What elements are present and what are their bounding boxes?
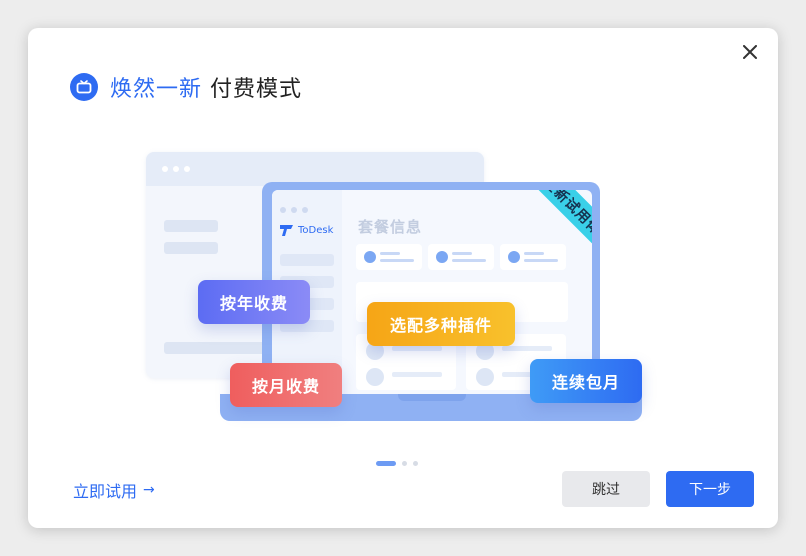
skip-button[interactable]: 跳过 xyxy=(562,471,650,507)
next-button[interactable]: 下一步 xyxy=(666,471,754,507)
page-dot[interactable] xyxy=(413,461,418,466)
page-dot[interactable] xyxy=(402,461,407,466)
try-now-label: 立即试用 xyxy=(73,482,138,501)
mini-card xyxy=(356,244,422,270)
mini-card xyxy=(428,244,494,270)
monthly-billing-tag: 按月收费 xyxy=(230,363,342,407)
mini-card xyxy=(500,244,566,270)
page-dot-active[interactable] xyxy=(376,461,396,466)
feature-illustration: ToDesk 套餐信息 xyxy=(144,150,664,430)
close-button[interactable] xyxy=(740,42,760,62)
dialog-header: 焕然一新 付费模式 xyxy=(70,72,302,102)
auto-renew-tag: 连续包月 xyxy=(530,359,642,403)
page-title: 付费模式 xyxy=(210,77,303,102)
brand-name: ToDesk xyxy=(298,224,334,236)
try-now-link[interactable]: 立即试用 → xyxy=(73,478,155,502)
title-accent: 焕然一新 xyxy=(110,77,203,102)
laptop-screen: ToDesk 套餐信息 xyxy=(262,182,600,394)
package-title: 套餐信息 xyxy=(358,218,423,236)
tv-icon xyxy=(70,73,98,101)
todesk-logo-icon xyxy=(280,225,293,236)
arrow-right-icon: → xyxy=(143,482,155,498)
onboarding-dialog: 焕然一新 付费模式 ToD xyxy=(28,28,778,528)
page-indicator xyxy=(376,461,424,466)
plugins-tag: 选配多种插件 xyxy=(367,302,515,346)
close-icon xyxy=(743,45,757,59)
todesk-logo: ToDesk xyxy=(280,224,333,236)
annual-billing-tag: 按年收费 xyxy=(198,280,310,324)
